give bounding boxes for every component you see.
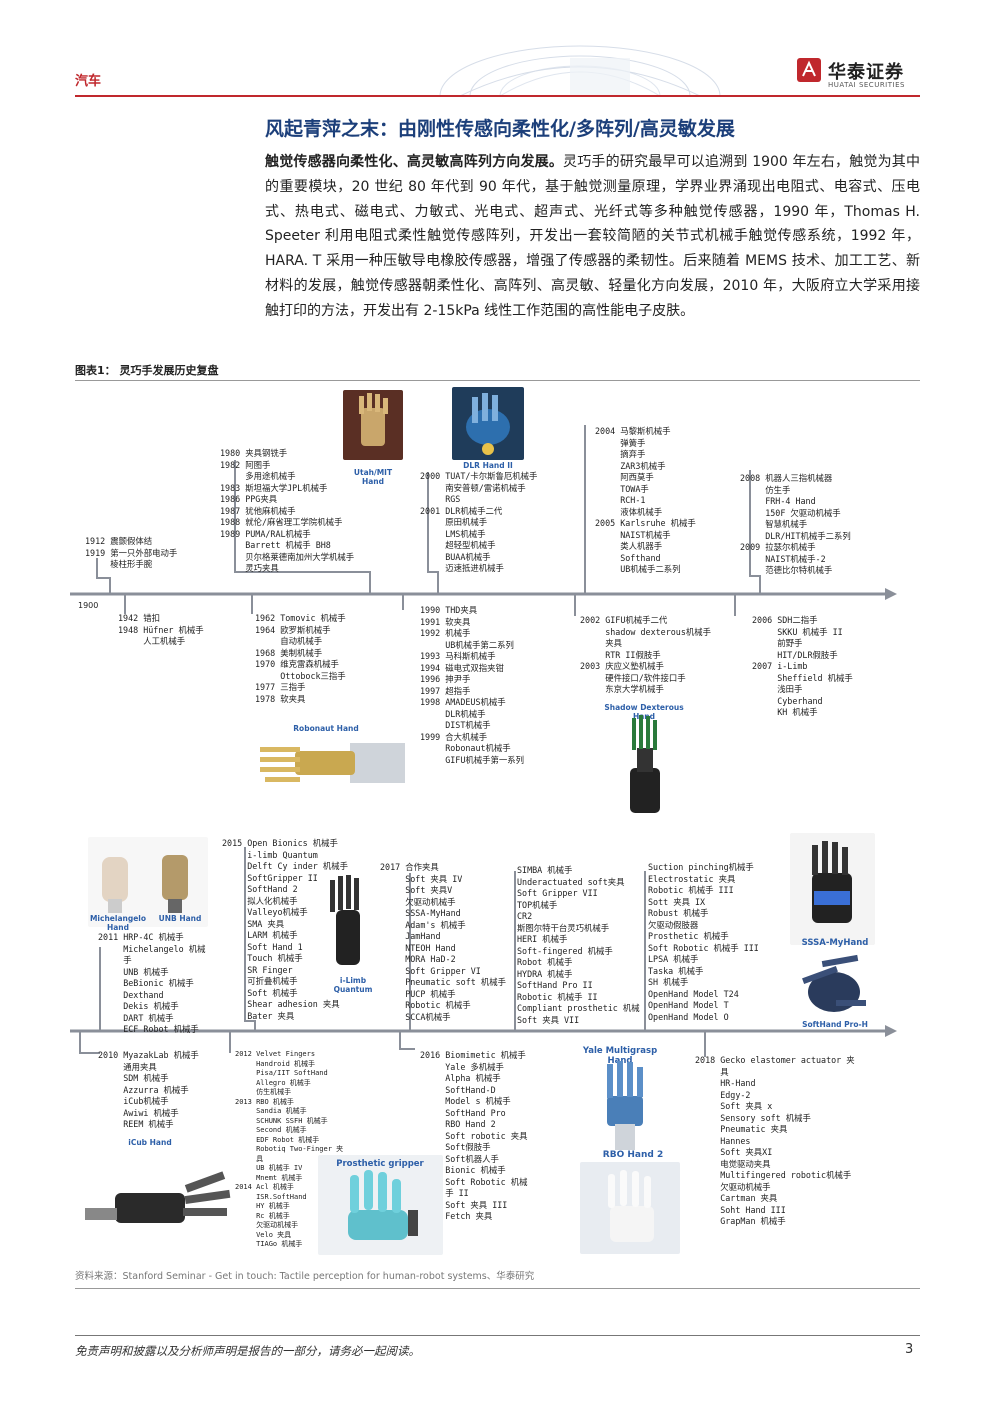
timeline-axis-2 [70, 847, 897, 1057]
body-paragraph: 触觉传感器向柔性化、高灵敏高阵列方向发展。灵巧手的研究最早可以追溯到 1900 … [265, 150, 920, 324]
logo-name-en: HUATAI SECURITIES [828, 81, 905, 89]
dlr-hand-ii-caption: DLR Hand II [463, 461, 513, 470]
paragraph-body: 灵巧手的研究最早可以追溯到 1900 年左右，触觉为其中的重要模块，20 世纪 … [265, 154, 921, 319]
timeline-group-2000: 2000 TUAT/卡尔斯鲁厄机械手 南安普顿/雷诺机械手 RGS 2001 D… [420, 471, 538, 573]
shadow-hand-caption: Shadow Dexterous Hand [604, 703, 684, 721]
michelangelo-unb-hand-image [88, 837, 208, 927]
timeline-group-2008: 2008 机器人三指机械器 仿生手 FRH-4 Hand 150F 欠驱动机械手… [740, 473, 851, 575]
softhand-pro-h-image [792, 950, 876, 1030]
prosthetic-gripper-image [318, 1155, 443, 1255]
timeline-group-2017b: SIMBA 机械手 Underactuated soft夹具 Soft Grip… [517, 865, 640, 1025]
sssa-myhand-caption: SSSA-MyHand [801, 938, 869, 948]
paragraph-lead: 触觉传感器向柔性化、高灵敏高阵列方向发展。 [265, 154, 564, 170]
header-divider [75, 95, 920, 97]
timeline-group-1990: 1990 THD夹具 1991 软夹具 1992 机械手 UB机械手第二系列 1… [420, 605, 525, 765]
timeline-group-2012: 2012 Velvet Fingers Handroid 机械手 Pisa/II… [235, 1050, 344, 1248]
page-number: 3 [905, 1342, 914, 1357]
rbo-hand-2-caption: RBO Hand 2 [602, 1150, 664, 1160]
timeline-group-2015: 2015 Open Bionics 机械手 i-limb Quantum Del… [222, 838, 348, 1021]
timeline-group-2011: 2011 HRP-4C 机械手 Michelangelo 机械 手 UNB 机械… [98, 932, 206, 1034]
sssa-myhand-image [790, 833, 875, 945]
robonaut-hand-caption: Robonaut Hand [293, 724, 359, 733]
robonaut-hand-image [255, 733, 405, 793]
timeline-axis-1 [70, 425, 897, 616]
footer-disclaimer: 免责声明和披露以及分析师声明是报告的一部分，请务必一起阅读。 [75, 1344, 420, 1358]
yale-multigrasp-hand-image [585, 1058, 665, 1153]
i-limb-quantum-caption: i-Limb Quantum [333, 976, 373, 994]
timeline-group-2004: 2004 马黎斯机械手 弹簧手 摘弃手 ZAR3机械手 阿西莫手 TOWA手 R… [595, 426, 696, 574]
footer-divider [75, 1335, 920, 1336]
figure-title-divider [75, 380, 920, 381]
header-category: 汽车 [75, 74, 102, 89]
icub-hand-caption: iCub Hand [128, 1138, 172, 1147]
timeline-group-2002: 2002 GIFU机械手二代 shadow dexterous机械手 夹具 RT… [580, 615, 712, 694]
figure-title: 图表1： 灵巧手发展历史复盘 [75, 364, 219, 377]
timeline-group-1942: 1942 错扣 1948 Hüfner 机械手 人工机械手 [118, 613, 204, 646]
timeline-group-2016: 2016 Biomimetic 机械手 Yale 多机械手 Alpha 机械手 … [420, 1050, 528, 1221]
utah-mit-hand-caption: Utah/MIT Hand [353, 468, 393, 486]
softhand-pro-h-caption: SoftHand Pro-H [802, 1020, 868, 1029]
timeline-group-2006: 2006 SDH二指手 SKKU 机械手 II 前野手 HIT/DLR假肢手 2… [752, 615, 853, 717]
timeline-start-year: 1900 [78, 601, 99, 610]
i-limb-quantum-image [318, 870, 378, 970]
timeline-group-1980: 1980 夹具钢铣手 1982 阿图手 多用途机械手 1983 斯坦福大学JPL… [220, 448, 355, 573]
michelangelo-hand-caption: Michelangelo Hand [89, 914, 147, 932]
dlr-hand-ii-image [452, 387, 524, 460]
timeline-group-2010: 2010 MyazakLab 机械手 通用夹具 SDM 机械手 Azzurra … [98, 1050, 199, 1129]
utah-mit-hand-image [343, 390, 403, 460]
timeline-group-2017a: 2017 合作夹具 Soft 夹具 IV Soft 夹具V 欠驱动机械手 SSS… [380, 862, 506, 1022]
icub-hand-image [85, 1138, 235, 1243]
source-divider [75, 1288, 920, 1289]
huatai-logo-icon [797, 58, 821, 82]
header-globe-decoration [439, 45, 721, 96]
prosthetic-gripper-caption: Prosthetic gripper [336, 1159, 424, 1169]
timeline-group-2017c: Suction pinching机械手 Electrostatic 夹具 Rob… [648, 862, 759, 1022]
unb-hand-caption: UNB Hand [158, 914, 202, 923]
rbo-hand-2-image [580, 1162, 680, 1254]
logo-name-cn: 华泰证券 [828, 62, 904, 83]
figure-source: 资料来源：Stanford Seminar - Get in touch: Ta… [75, 1271, 535, 1282]
timeline-group-1912: 1912 震颤假体结 1919 第一只外部电动手 棱柱形手腕 [85, 536, 178, 569]
shadow-dexterous-hand-image [620, 713, 670, 816]
section-title: 风起青萍之末：由刚性传感向柔性化/多阵列/高灵敏发展 [265, 118, 735, 140]
timeline-group-1962: 1962 Tomovic 机械手 1964 欧罗斯机械手 自动机械手 1968 … [255, 613, 346, 704]
timeline-group-2018: 2018 Gecko elastomer actuator 夹 具 HR-Han… [695, 1055, 855, 1226]
